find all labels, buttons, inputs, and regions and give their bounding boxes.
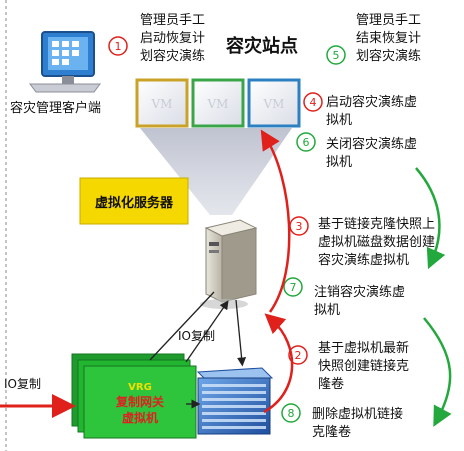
vrg-gateway-box: VRG 复制网关 虚拟机 — [71, 353, 197, 439]
step-8-line-2: 克隆卷 — [312, 424, 351, 440]
server-tower-icon — [200, 219, 258, 309]
io-link-vrg-server-2 — [185, 300, 229, 363]
step-7-line-2: 拟机 — [314, 303, 340, 318]
step-4-line-1: 启动容灾演练虚 — [326, 94, 417, 110]
step-6-badge — [296, 132, 316, 152]
virtualization-server-box — [79, 177, 189, 225]
step-6-number: 6 — [303, 136, 310, 149]
projection-beam — [140, 128, 292, 215]
vm-2-label: VM — [207, 97, 229, 111]
step-3-number: 3 — [296, 220, 303, 233]
step-2-line-1: 基于虚拟机最新 — [318, 340, 409, 356]
step-7-badge — [283, 277, 303, 297]
step-4-line-2: 拟机 — [326, 113, 352, 128]
step-7-number: 7 — [290, 281, 297, 294]
vrg-line-2: 复制网关 — [115, 394, 164, 409]
step-7-line-1: 注销容灾演练虚 — [314, 284, 405, 300]
step-5-line-1: 管理员手工 — [356, 13, 421, 28]
monitor-icon — [29, 31, 101, 93]
step-5-badge — [326, 45, 346, 65]
step-6-arrow — [415, 167, 446, 270]
io-copy-mid-label: IO复制 — [178, 329, 215, 343]
step-5-line-3: 划容灾演练 — [356, 48, 421, 64]
virtualization-server-label: 虚拟化服务器 — [95, 195, 174, 211]
server-to-storage-link — [235, 299, 247, 367]
step-8-line-1: 删除虚拟机链接 — [312, 406, 403, 422]
vm-3-label: VM — [263, 97, 285, 111]
step-5-line-2: 结束恢复计 — [356, 31, 421, 46]
step-6-line-2: 拟机 — [326, 155, 352, 170]
step-3-line-3: 容灾演练虚拟机 — [318, 252, 409, 268]
step-1-badge — [108, 36, 128, 56]
step-3-arrow — [260, 129, 291, 313]
vm-box-2: VM — [191, 78, 245, 128]
vm-1-label: VM — [151, 97, 173, 111]
step-2-arrow — [263, 313, 294, 414]
step-2-line-2: 快照创建链接克 — [318, 358, 409, 374]
vrg-line-1: VRG — [128, 382, 152, 393]
io-link-vrg-server — [149, 291, 215, 361]
step-1-number: 1 — [115, 40, 122, 53]
step-2-line-3: 隆卷 — [318, 376, 344, 392]
step-2-badge — [288, 345, 308, 365]
step-8-number: 8 — [288, 407, 295, 420]
step-8-badge — [281, 403, 301, 423]
step-3-line-1: 基于链接克隆快照上 — [318, 216, 435, 232]
io-copy-left-label: IO复制 — [4, 377, 41, 391]
step-1-line-3: 划容灾演练 — [140, 48, 205, 64]
step-3-line-2: 虚拟机磁盘数据创建 — [318, 234, 435, 250]
step-2-number: 2 — [295, 349, 302, 362]
step-4-number: 4 — [310, 96, 317, 109]
vm-box-1: VM — [135, 78, 189, 128]
step-4-badge — [303, 92, 323, 112]
step-6-line-1: 关闭容灾演练虚 — [326, 136, 417, 152]
step-7-arrow — [423, 317, 452, 427]
step-1-line-2: 启动恢复计 — [140, 31, 205, 46]
step-5-number: 5 — [333, 49, 340, 62]
storage-array-icon — [196, 367, 274, 435]
vm-box-3: VM — [247, 78, 301, 128]
client-label: 容灾管理客户端 — [10, 100, 101, 116]
step-1-line-1: 管理员手工 — [140, 13, 205, 28]
vrg-line-3: 虚拟机 — [122, 410, 158, 425]
site-title: 容灾站点 — [226, 35, 298, 57]
